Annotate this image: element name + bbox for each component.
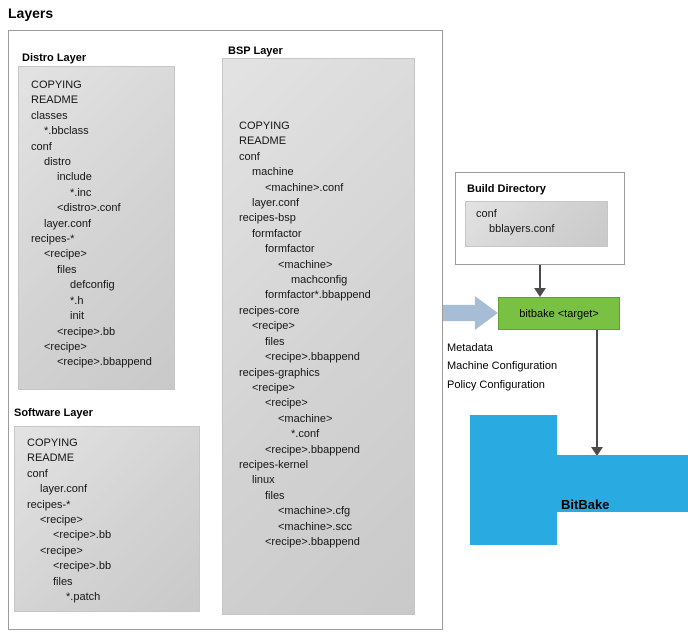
software-tree-line: *.patch	[66, 591, 101, 604]
software-tree-line: <recipe>	[40, 514, 83, 527]
software-tree-line: conf	[27, 467, 48, 480]
bsp-tree-line: machconfig	[291, 274, 348, 287]
annotation-line: Machine Configuration	[447, 360, 558, 373]
bsp-tree-line: recipes-graphics	[239, 366, 320, 379]
bsp-tree-line: <machine>.conf	[265, 181, 344, 194]
build-directory-label: Build Directory	[467, 183, 546, 195]
distro-tree-line: <recipe>.bb	[57, 325, 116, 338]
bsp-tree-line: <recipe>.bbappend	[265, 351, 360, 364]
software-layer-label: Software Layer	[14, 407, 93, 419]
bsp-tree-line: <recipe>.bbappend	[265, 535, 360, 548]
bsp-tree-line: recipes-kernel	[239, 458, 309, 471]
bsp-tree-line: files	[265, 335, 285, 348]
bsp-tree-line: <machine>	[278, 258, 333, 271]
bsp-tree-line: files	[265, 489, 285, 502]
distro-tree-line: COPYING	[31, 79, 82, 91]
software-tree-line: <recipe>.bb	[53, 560, 112, 573]
software-tree-line: README	[27, 452, 75, 465]
software-tree-line: <recipe>.bb	[53, 529, 112, 542]
bsp-tree-line: <machine>.scc	[278, 520, 352, 533]
bitbake-shape-horizontal	[557, 455, 688, 512]
bsp-layer-box: COPYING README conf machine <machine>.conf la…	[222, 58, 415, 615]
bitbake-target-box: bitbake <target>	[498, 297, 620, 330]
software-tree-line: recipes-*	[27, 498, 71, 511]
distro-tree-line: files	[57, 263, 77, 276]
distro-tree-line: init	[70, 310, 85, 323]
bsp-tree-line: linux	[252, 474, 275, 487]
distro-tree-line: layer.conf	[44, 217, 92, 230]
arrow-target-to-bitbake-line	[596, 330, 598, 447]
distro-tree-line: <recipe>.bbappend	[57, 356, 152, 369]
bsp-tree-line: <recipe>	[265, 397, 308, 410]
bsp-tree-line: formfactor*.bbappend	[265, 289, 371, 302]
distro-tree-line: distro	[44, 156, 71, 169]
bsp-tree-line: <recipe>	[252, 320, 295, 333]
bsp-tree-line: machine	[252, 166, 294, 179]
bsp-tree-line: recipes-bsp	[239, 212, 296, 225]
build-tree-line: conf	[476, 208, 497, 220]
distro-layer-label: Distro Layer	[22, 52, 87, 64]
distro-tree-line: <recipe>	[44, 248, 87, 261]
distro-tree-line: <distro>.conf	[57, 202, 121, 215]
bsp-tree-line: layer.conf	[252, 197, 300, 210]
metadata-input-arrow-icon	[443, 296, 498, 330]
bsp-tree-line: formfactor	[252, 227, 302, 240]
build-tree-line: bblayers.conf	[489, 223, 555, 236]
bsp-tree-line: *.conf	[291, 428, 320, 441]
bsp-layer-label: BSP Layer	[228, 45, 283, 57]
bsp-tree-line: <machine>.cfg	[278, 505, 351, 518]
distro-tree-line: *.inc	[70, 186, 92, 199]
software-tree-line: files	[53, 575, 73, 588]
bsp-tree-line: README	[239, 135, 287, 148]
bsp-tree-line: conf	[239, 150, 260, 163]
build-directory-tree-box: conf bblayers.conf	[465, 201, 608, 247]
distro-tree-line: classes	[31, 109, 68, 122]
bsp-tree-line: <machine>	[278, 412, 333, 425]
bsp-tree-line: recipes-core	[239, 304, 300, 317]
distro-layer-box: COPYING README classes *.bbclass conf distro i…	[18, 66, 175, 390]
bsp-tree-line: COPYING	[239, 120, 290, 132]
bsp-tree-line: <recipe>.bbappend	[265, 443, 360, 456]
distro-tree-line: *.h	[70, 294, 84, 307]
diagram-title: Layers	[8, 5, 54, 21]
bsp-tree-line: <recipe>	[252, 381, 295, 394]
arrow-builddir-to-bitbake-head-icon	[534, 288, 546, 297]
software-tree-line: <recipe>	[40, 544, 83, 557]
bitbake-target-label: bitbake <target>	[519, 307, 599, 320]
arrow-builddir-to-bitbake-line	[539, 265, 541, 289]
distro-tree-line: *.bbclass	[44, 125, 89, 138]
bitbake-label: BitBake	[561, 497, 610, 512]
arrow-target-to-bitbake-head-icon	[591, 447, 603, 456]
distro-tree-line: README	[31, 94, 79, 107]
distro-tree-line: recipes-*	[31, 233, 75, 246]
distro-tree-line: <recipe>	[44, 340, 87, 353]
software-tree-line: COPYING	[27, 437, 78, 449]
bitbake-shape-vertical	[470, 415, 557, 545]
distro-tree-line: defconfig	[70, 279, 115, 292]
annotation-line: Metadata	[447, 342, 493, 354]
distro-tree-line: conf	[31, 140, 52, 153]
bsp-tree-line: formfactor	[265, 243, 315, 256]
annotation-line: Policy Configuration	[447, 378, 545, 391]
software-layer-box: COPYING README conf layer.conf recipes-* <rec…	[14, 426, 200, 612]
distro-tree-line: include	[57, 171, 92, 184]
software-tree-line: layer.conf	[40, 483, 88, 496]
